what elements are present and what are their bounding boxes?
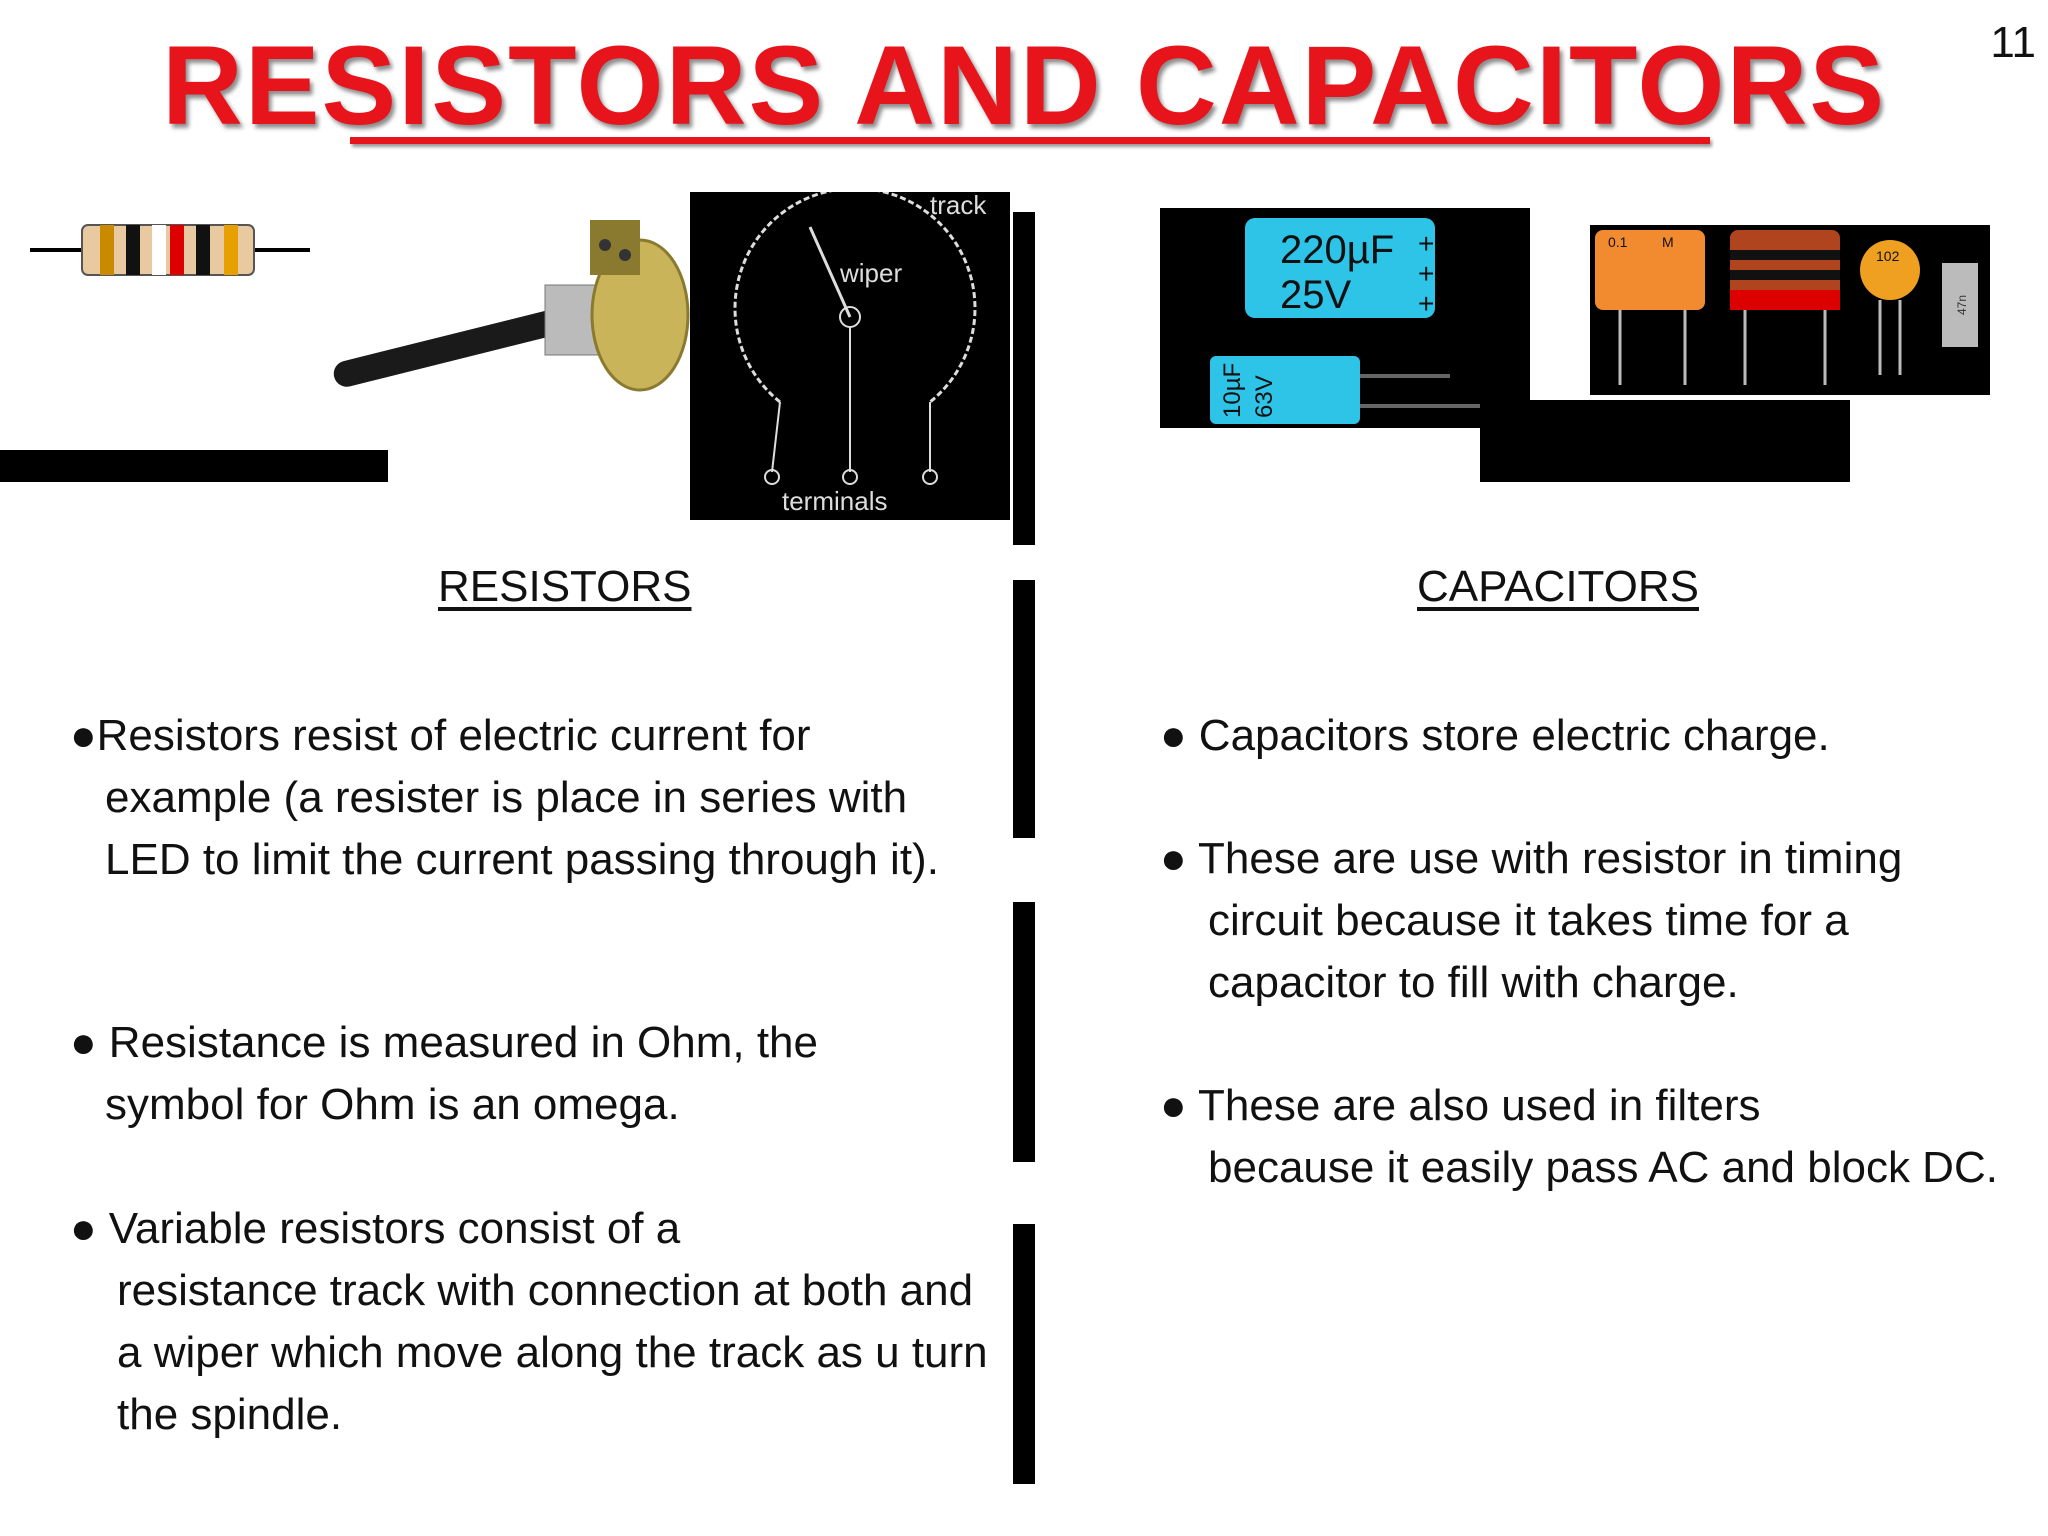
capacitors-bullet-1: ● Capacitors store electric charge.	[1160, 711, 1830, 760]
svg-text:+: +	[1418, 228, 1434, 259]
slide-title: RESISTORS AND CAPACITORS	[161, 23, 1887, 148]
svg-text:+: +	[1418, 258, 1434, 289]
assorted-capacitors-image: 0.1 M 102 47n	[1590, 225, 1990, 395]
divider-segment	[1013, 580, 1035, 838]
small-cap-voltage: 63V	[1251, 375, 1278, 418]
resistors-heading: RESISTORS	[438, 562, 692, 611]
big-cap-value: 220µF	[1280, 228, 1394, 272]
divider-segment	[1013, 1224, 1035, 1484]
resistors-bullet-1: ●Resistors resist of electric current fo…	[70, 711, 939, 884]
ceramic-cap-label: 102	[1876, 248, 1900, 264]
title-underline	[350, 137, 1710, 144]
electrolytic-capacitors-image: 220µF 25V + + + 10µF 63V	[1160, 208, 1530, 428]
big-cap-voltage: 25V	[1280, 273, 1351, 317]
potentiometer-image	[333, 220, 690, 392]
divider-segment	[1013, 212, 1035, 545]
grey-cap-label: 47n	[1955, 295, 1969, 315]
terminals-label: terminals	[782, 486, 887, 516]
orange-cap-tolerance: M	[1662, 234, 1674, 250]
capacitors-heading: CAPACITORS	[1417, 562, 1699, 611]
resistor-image	[30, 224, 310, 276]
capacitor-symbol-bar	[1480, 400, 1850, 482]
divider-segment	[1013, 902, 1035, 1162]
orange-cap-value: 0.1	[1608, 234, 1628, 250]
potentiometer-diagram: track wiper terminals	[690, 192, 1010, 520]
wiper-label: wiper	[839, 258, 902, 288]
svg-text:+: +	[1418, 288, 1434, 319]
page-number: 11	[1990, 18, 2036, 67]
small-cap-value: 10µF	[1219, 363, 1246, 418]
track-label: track	[930, 192, 987, 220]
resistor-lead-bar	[0, 450, 388, 482]
